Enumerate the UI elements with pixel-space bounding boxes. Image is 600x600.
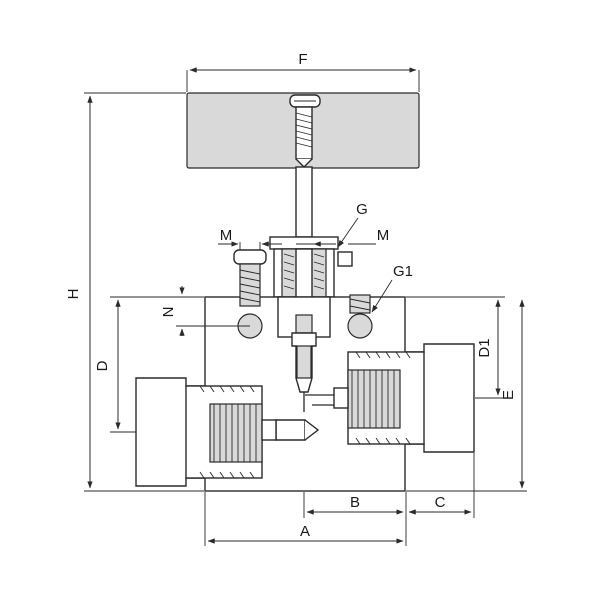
dim-label-e: E: [500, 390, 517, 400]
bonnet-nut: [269, 236, 353, 310]
dim-label-b: B: [350, 494, 360, 511]
dim-label-h: H: [65, 289, 82, 300]
dim-label-c: C: [435, 494, 446, 511]
mounting-screw-right: [347, 294, 373, 339]
dim-label-a: A: [300, 523, 310, 540]
inlet-connector: [135, 377, 277, 487]
valve-handle: [186, 92, 420, 169]
dim-label-m-right: M: [377, 227, 390, 244]
dim-label-d1: D1: [476, 338, 493, 357]
dim-label-f: F: [298, 51, 307, 68]
dimension-lines: [84, 67, 527, 546]
dim-label-m-left: M: [220, 227, 233, 244]
dim-label-g1: G1: [393, 263, 413, 280]
dim-label-d: D: [94, 360, 111, 371]
valve-stem: [295, 166, 313, 238]
mounting-screw-left: [233, 249, 267, 339]
dim-label-g: G: [356, 201, 368, 218]
outlet-connector: [333, 343, 475, 453]
dim-label-n: N: [160, 307, 177, 318]
